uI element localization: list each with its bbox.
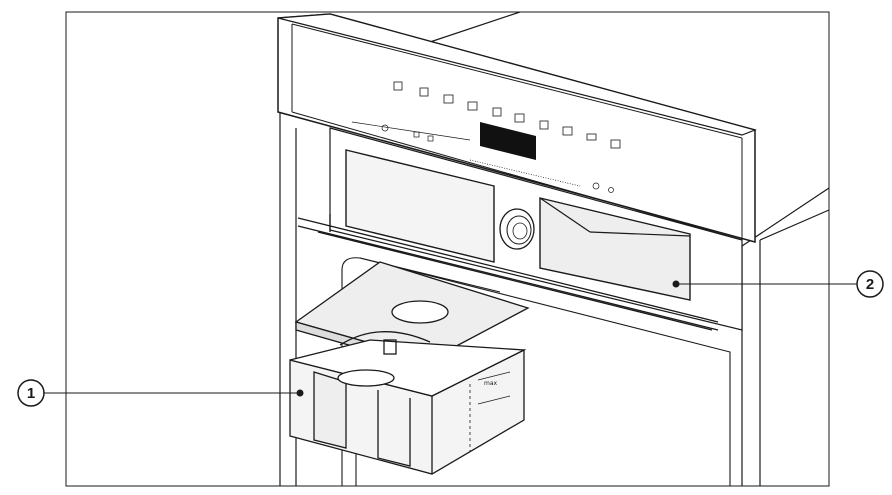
control-knob[interactable] [499, 208, 535, 250]
oven-mode-icon[interactable] [393, 81, 403, 91]
left-panel [345, 149, 495, 263]
callout-1-number: 1 [27, 385, 35, 402]
tank-handle[interactable] [383, 339, 397, 355]
water-tank: max [289, 339, 527, 475]
recipe-icon[interactable] [562, 126, 573, 136]
start-icon[interactable] [608, 187, 614, 193]
light-icon[interactable] [610, 139, 621, 149]
tank-max-label: max [484, 380, 498, 387]
callout-1: 1 [17, 379, 304, 407]
steam-icon[interactable] [467, 101, 478, 111]
timer-icon[interactable] [539, 120, 549, 130]
control-icons-row [393, 81, 621, 149]
info-icon[interactable] [427, 135, 434, 142]
menu-icon[interactable] [586, 133, 597, 141]
callout-2: 2 [672, 270, 884, 298]
lock-icon[interactable] [413, 131, 420, 138]
temperature-icon[interactable] [592, 182, 600, 190]
control-strip [351, 121, 614, 193]
oven-front [329, 127, 743, 331]
callout-2-number: 2 [866, 276, 874, 293]
diagram-frame [65, 11, 830, 487]
grill-icon[interactable] [419, 87, 429, 97]
display-screen [480, 122, 536, 160]
fan-icon[interactable] [443, 94, 454, 104]
power-icon[interactable] [381, 124, 389, 132]
drop-icon[interactable] [492, 107, 502, 117]
rail [297, 214, 719, 331]
control-panel [277, 13, 757, 243]
tray-icon[interactable] [514, 113, 525, 123]
